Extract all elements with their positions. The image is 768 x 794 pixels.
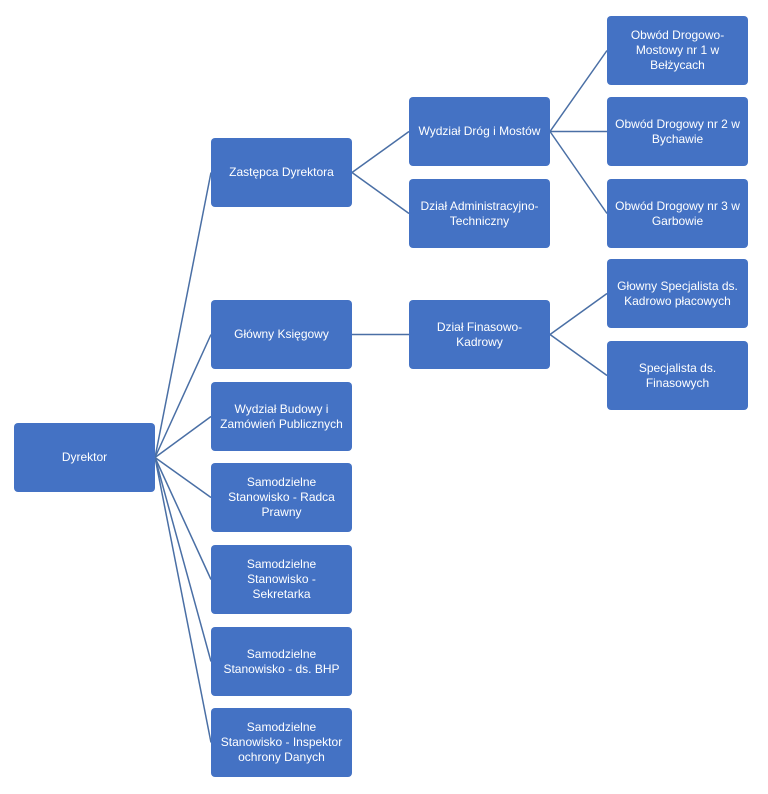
- node-dzial-administracyjno-techniczny[interactable]: Dział Administracyjno- Techniczny: [409, 179, 550, 248]
- node-glowny-ksiegowy[interactable]: Główny Księgowy: [211, 300, 352, 369]
- connector-dzial_fin-spec_kadrowy: [549, 292, 608, 336]
- connector-dyrektor-wydzial_budowy: [154, 415, 212, 459]
- connector-zastepca-wydzial_drog: [351, 130, 410, 174]
- node-ds-bhp[interactable]: Samodzielne Stanowisko - ds. BHP: [211, 627, 352, 696]
- node-zastepca-dyrektora[interactable]: Zastępca Dyrektora: [211, 138, 352, 207]
- connector-dyrektor-ksiegowy: [154, 334, 212, 458]
- connector-wydzial_drog-obwod3: [549, 131, 608, 214]
- connector-dyrektor-sekretarka: [154, 457, 212, 580]
- node-obwod-nr-3[interactable]: Obwód Drogowy nr 3 w Garbowie: [607, 179, 748, 248]
- node-wydzial-drog-i-mostow[interactable]: Wydział Dróg i Mostów: [409, 97, 550, 166]
- connector-dzial_fin-spec_fin: [549, 333, 608, 377]
- connector-zastepca-dzial_admin: [351, 171, 410, 215]
- connector-dyrektor-zastepca: [154, 172, 212, 458]
- connector-dyrektor-inspektor: [154, 457, 212, 743]
- node-obwod-nr-1[interactable]: Obwód Drogowo- Mostowy nr 1 w Bełżycach: [607, 16, 748, 85]
- node-sekretarka[interactable]: Samodzielne Stanowisko - Sekretarka: [211, 545, 352, 614]
- node-wydzial-budowy[interactable]: Wydział Budowy i Zamówień Publicznych: [211, 382, 352, 451]
- node-specjalista-finasowych[interactable]: Specjalista ds. Finasowych: [607, 341, 748, 410]
- node-radca-prawny[interactable]: Samodzielne Stanowisko - Radca Prawny: [211, 463, 352, 532]
- node-dyrektor[interactable]: Dyrektor: [14, 423, 155, 492]
- connector-wydzial_drog-obwod1: [549, 50, 608, 132]
- connector-dyrektor-bhp: [154, 457, 212, 662]
- node-glowny-specjalista-kadrowo-placowych[interactable]: Głowny Specjalista ds. Kadrowo płacowych: [607, 259, 748, 328]
- node-obwod-nr-2[interactable]: Obwód Drogowy nr 2 w Bychawie: [607, 97, 748, 166]
- connector-dyrektor-radca: [154, 456, 212, 499]
- node-inspektor-ochrony-danych[interactable]: Samodzielne Stanowisko - Inspektor ochro…: [211, 708, 352, 777]
- node-dzial-finasowo-kadrowy[interactable]: Dział Finasowo- Kadrowy: [409, 300, 550, 369]
